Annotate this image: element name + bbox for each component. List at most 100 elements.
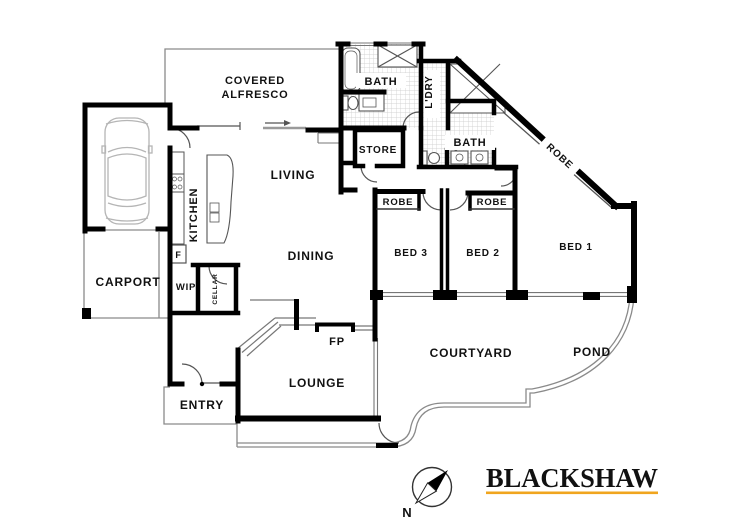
courtyard-door-arc: [378, 422, 400, 444]
wall-chunk: [370, 290, 383, 300]
entry-door-pivot: [199, 381, 205, 387]
walls: [82, 41, 637, 424]
bathtub-inner: [344, 50, 358, 90]
wall-bath-block: [335, 41, 426, 195]
bed3-door-arc: [422, 191, 442, 211]
room-label-lounge: LOUNGE: [289, 376, 345, 390]
bed2-door-arc: [449, 191, 469, 211]
car-body: [104, 117, 150, 225]
room-label-store: STORE: [359, 145, 397, 156]
carport-outline: [83, 232, 168, 319]
room-label-cellar: CELLAR: [212, 273, 219, 304]
pond-curve-outer: [237, 295, 635, 448]
room-label-robe-bed2: ROBE: [477, 197, 508, 208]
wall-chunk: [583, 292, 600, 300]
wall-bed-dividers: [417, 188, 472, 293]
room-label-pond: POND: [573, 345, 611, 359]
room-label-wip: WIP: [176, 282, 196, 293]
cellar-door-arc: [208, 265, 228, 285]
room-label-carport: CARPORT: [96, 275, 161, 289]
room-label-bath-second: BATH: [454, 137, 487, 149]
room-label-bed2: BED 2: [466, 248, 499, 259]
room-label-fireplace: FP: [329, 336, 345, 348]
cooktop-burner: [172, 176, 177, 182]
car: [101, 117, 153, 225]
wall-alfresco-south: [167, 125, 344, 133]
compass-needle-north-icon: [427, 470, 448, 492]
wall-garage-west: [82, 102, 173, 387]
site-outlines: [83, 48, 635, 448]
brand-logo: BLACKSHAW: [486, 463, 658, 495]
room-label-robe-bed3: ROBE: [383, 197, 414, 208]
car-windshield: [107, 146, 147, 153]
entry-door-arc: [181, 363, 221, 385]
compass-north-label: N: [402, 505, 411, 520]
bath-second-plate: [445, 135, 495, 150]
toilet-second-bowl: [427, 151, 441, 165]
store-door-arc: [360, 165, 378, 183]
brand-name: BLACKSHAW: [486, 463, 658, 493]
wall-store: [338, 127, 406, 169]
cooktop-burner: [177, 176, 183, 182]
car-mirror-right: [147, 145, 153, 154]
toilet-main-bowl: [347, 95, 359, 111]
car-rear-line: [105, 217, 149, 222]
bath-top-windows: [348, 42, 414, 47]
lounge-window: [373, 338, 379, 417]
wall-entry: [167, 347, 241, 424]
car-rear-window: [107, 202, 147, 208]
room-label-alfresco-1: COVERED: [225, 75, 285, 87]
cooktop-burner: [177, 184, 183, 190]
bath-main-plate: [356, 73, 406, 88]
living-niche: [317, 132, 341, 144]
room-label-laundry: L'DRY: [424, 75, 435, 108]
pond-curve-inner: [237, 295, 631, 444]
room-label-dining: DINING: [288, 249, 335, 263]
wall-laundry: [416, 41, 462, 131]
label-plates: [356, 70, 495, 150]
fireplace-box: [315, 322, 355, 332]
wall-diagonal-east: [452, 55, 637, 299]
laundry-plate: [424, 70, 440, 118]
compass-needle-tail-icon: [414, 482, 438, 505]
car-roof: [107, 153, 147, 201]
wall-cellar: [167, 262, 241, 316]
room-label-fridge: F: [175, 250, 181, 260]
bay-step-lines: [236, 317, 282, 357]
wall-bedroom-hall: [372, 165, 518, 294]
shower-main-x: [377, 44, 418, 68]
wall-chunk: [506, 290, 528, 300]
robe-wall-plate: [538, 134, 583, 177]
slider-arrow-head: [284, 120, 291, 126]
courtyard-step: [376, 443, 398, 448]
room-label-entry: ENTRY: [180, 398, 224, 412]
room-label-bath-main: BATH: [365, 76, 398, 88]
compass: N: [402, 466, 453, 520]
entry-porch-outline: [163, 386, 238, 447]
basin-left-bowl: [455, 153, 464, 162]
room-label-living: LIVING: [271, 168, 316, 182]
wall-chunk: [433, 290, 457, 300]
wall-chunk: [627, 286, 637, 303]
vanity-main-basin: [362, 97, 377, 108]
wall-bath-second: [416, 98, 519, 170]
robe-wall-label-group: ROBE: [538, 134, 583, 177]
car-mirror-left: [101, 145, 107, 154]
room-label-bed1: BED 1: [559, 242, 592, 253]
room-label-alfresco-2: ALFRESCO: [222, 89, 289, 101]
wall-chunks: [82, 286, 637, 448]
car-front-line: [105, 119, 149, 125]
garage-door-arc: [169, 127, 191, 149]
brand-underline: [486, 491, 658, 495]
island-sink-2: [209, 212, 220, 223]
basin-right-bowl: [475, 153, 484, 162]
room-label-bed3: BED 3: [394, 248, 427, 259]
room-labels: COVERED ALFRESCO CARPORT KITCHEN LIVING …: [96, 75, 611, 412]
kitchen-island: [206, 154, 234, 244]
room-label-courtyard: COURTYARD: [430, 346, 513, 360]
island-sink-1: [209, 202, 220, 213]
cooktop-burner: [172, 184, 177, 190]
alfresco-door-leaf: [197, 122, 241, 130]
